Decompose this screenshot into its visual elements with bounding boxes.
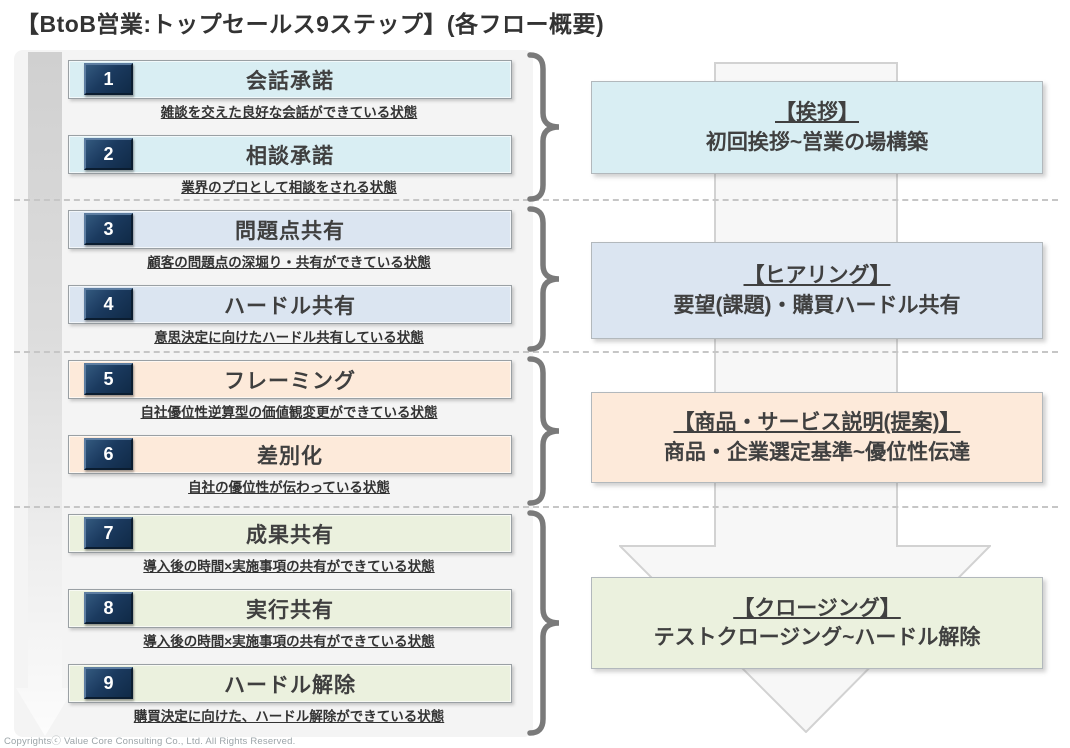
- phase-box-proposal: 【商品・サービス説明(提案)】 商品・企業選定基準~優位性伝達: [591, 392, 1043, 483]
- phase-box-closing: 【クロージング】 テストクロージング~ハードル解除: [591, 577, 1043, 669]
- step-box-7: 7 成果共有: [68, 514, 512, 553]
- step-number-badge: 2: [84, 138, 133, 170]
- step-box-5: 5 フレーミング: [68, 360, 512, 399]
- phase-subtitle: 要望(課題)・購買ハードル共有: [673, 293, 961, 317]
- phase-heading: 【ヒアリング】: [743, 264, 891, 288]
- step-desc: 導入後の時間×実施事項の共有ができている状態: [143, 559, 435, 574]
- step-box-1: 1 会話承諾: [68, 60, 512, 99]
- step-label: 相談承諾: [246, 144, 334, 168]
- page-title: 【BtoB営業:トップセールス9ステップ】(各フロー概要): [16, 11, 605, 37]
- step-desc: 自社優位性逆算型の価値観変更ができている状態: [140, 405, 438, 420]
- phase-heading: 【商品・サービス説明(提案)】: [673, 411, 961, 435]
- group-brace-icon: [527, 356, 560, 506]
- step-box-9: 9 ハードル解除: [68, 664, 512, 703]
- phase-subtitle: 初回挨拶~営業の場構築: [705, 130, 929, 154]
- step-desc: 自社の優位性が伝わっている状態: [188, 480, 390, 495]
- copyright-text: Copyrightsⓒ Value Core Consulting Co., L…: [4, 736, 296, 747]
- step-number-badge: 8: [84, 592, 133, 624]
- step-box-4: 4 ハードル共有: [68, 285, 512, 324]
- group-brace-icon: [527, 206, 560, 352]
- step-desc: 業界のプロとして相談をされる状態: [181, 180, 397, 195]
- phase-heading: 【挨拶】: [775, 101, 859, 125]
- step-label: 差別化: [257, 444, 323, 468]
- phase-subtitle: テストクロージング~ハードル解除: [653, 626, 981, 649]
- step-label: ハードル解除: [224, 673, 356, 697]
- step-desc: 導入後の時間×実施事項の共有ができている状態: [143, 634, 435, 649]
- phase-box-hearing: 【ヒアリング】 要望(課題)・購買ハードル共有: [591, 242, 1043, 339]
- step-number-badge: 6: [84, 438, 133, 470]
- step-number-badge: 5: [84, 363, 133, 395]
- step-label: 会話承諾: [246, 69, 334, 93]
- group-brace-icon: [527, 52, 560, 202]
- step-number-badge: 4: [84, 288, 133, 320]
- step-number-badge: 9: [84, 667, 133, 699]
- step-number-badge: 7: [84, 517, 133, 549]
- group-divider-2: [14, 351, 1058, 353]
- group-divider-3: [14, 506, 1058, 508]
- step-label: 実行共有: [246, 598, 334, 622]
- step-label: ハードル共有: [224, 294, 356, 318]
- step-label: 成果共有: [246, 523, 334, 547]
- step-desc: 購買決定に向けた、ハードル解除ができている状態: [133, 709, 445, 724]
- step-desc: 顧客の問題点の深堀り・共有ができている状態: [147, 255, 431, 270]
- step-label: 問題点共有: [235, 219, 345, 243]
- step-box-3: 3 問題点共有: [68, 210, 512, 249]
- group-brace-icon: [527, 510, 560, 736]
- step-number-badge: 1: [84, 63, 133, 95]
- step-label: フレーミング: [224, 369, 356, 393]
- step-box-2: 2 相談承諾: [68, 135, 512, 174]
- step-desc: 意思決定に向けたハードル共有している状態: [154, 330, 424, 345]
- step-desc: 雑談を交えた良好な会話ができている状態: [160, 105, 418, 120]
- step-box-6: 6 差別化: [68, 435, 512, 474]
- step-box-8: 8 実行共有: [68, 589, 512, 628]
- phase-subtitle: 商品・企業選定基準~優位性伝達: [663, 440, 971, 464]
- step-number-badge: 3: [84, 213, 133, 245]
- phase-box-greeting: 【挨拶】 初回挨拶~営業の場構築: [591, 81, 1043, 174]
- phase-heading: 【クロージング】: [733, 596, 901, 620]
